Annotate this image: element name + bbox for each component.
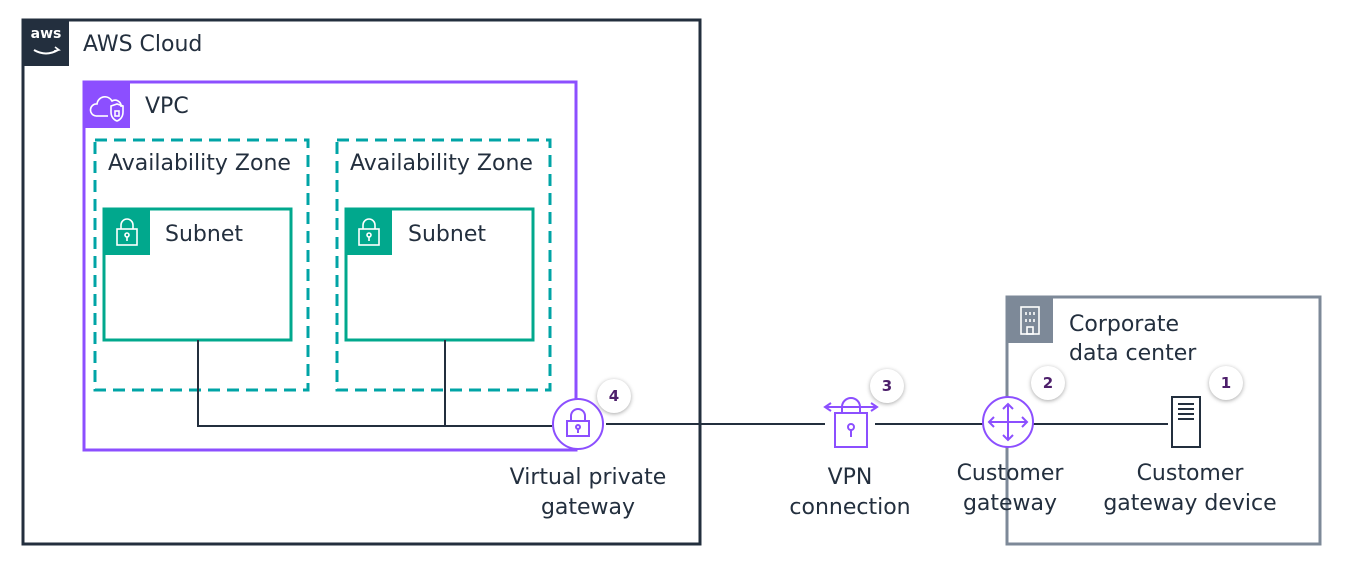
- availability-zone-1-boundary: [93, 138, 310, 392]
- corporate-label-line2: data center: [1069, 341, 1197, 366]
- step-badge-3: 3: [870, 369, 904, 403]
- virtual-private-gateway-label-line2: gateway: [540, 495, 636, 520]
- vpn-connection-label-line1: VPN: [827, 465, 873, 490]
- virtual-private-gateway-icon: [552, 398, 604, 450]
- availability-zone-2-boundary: [335, 138, 552, 392]
- server-icon: [1171, 396, 1201, 448]
- vpn-connection-icon: [823, 397, 879, 448]
- lock-icon: [116, 218, 138, 246]
- virtual-private-gateway-label-line1: Virtual private: [509, 465, 667, 490]
- step-badge-2: 2: [1031, 366, 1065, 400]
- connection-lines: [197, 340, 1168, 427]
- subnet-1-label: Subnet: [165, 222, 243, 247]
- vpc-label: VPC: [145, 94, 189, 119]
- subnet-2-boundary: [344, 207, 535, 342]
- aws-logo-icon: aws: [23, 20, 69, 66]
- customer-gateway-device-label-line1: Customer: [1136, 461, 1244, 486]
- customer-gateway-label-line1: Customer: [956, 461, 1064, 486]
- aws-logo-text: aws: [30, 26, 62, 42]
- aws-cloud-label: AWS Cloud: [83, 32, 203, 57]
- availability-zone-1-label: Availability Zone: [108, 151, 291, 176]
- subnet-2-label: Subnet: [408, 222, 486, 247]
- corporate-label-line1: Corporate: [1069, 312, 1179, 337]
- subnet-1-icon-bg: [104, 209, 150, 255]
- vpc-boundary: [82, 80, 578, 452]
- step-badge-4: 4: [597, 379, 631, 413]
- aws-smile-icon: [33, 46, 61, 55]
- vpc-icon-bg: [84, 82, 130, 128]
- vpn-connection-label-line2: connection: [789, 495, 911, 520]
- customer-gateway-label-line2: gateway: [962, 491, 1058, 516]
- customer-gateway-icon: [982, 396, 1034, 448]
- vpc-cloud-shield-icon: [89, 96, 124, 122]
- customer-gateway-device-label-line2: gateway device: [1103, 491, 1277, 516]
- lock-icon: [358, 218, 380, 246]
- step-badge-1: 1: [1209, 366, 1243, 400]
- availability-zone-2-label: Availability Zone: [350, 151, 533, 176]
- aws-cloud-boundary: [21, 18, 702, 546]
- building-icon: [1020, 306, 1040, 335]
- subnet-2-icon-bg: [346, 209, 392, 255]
